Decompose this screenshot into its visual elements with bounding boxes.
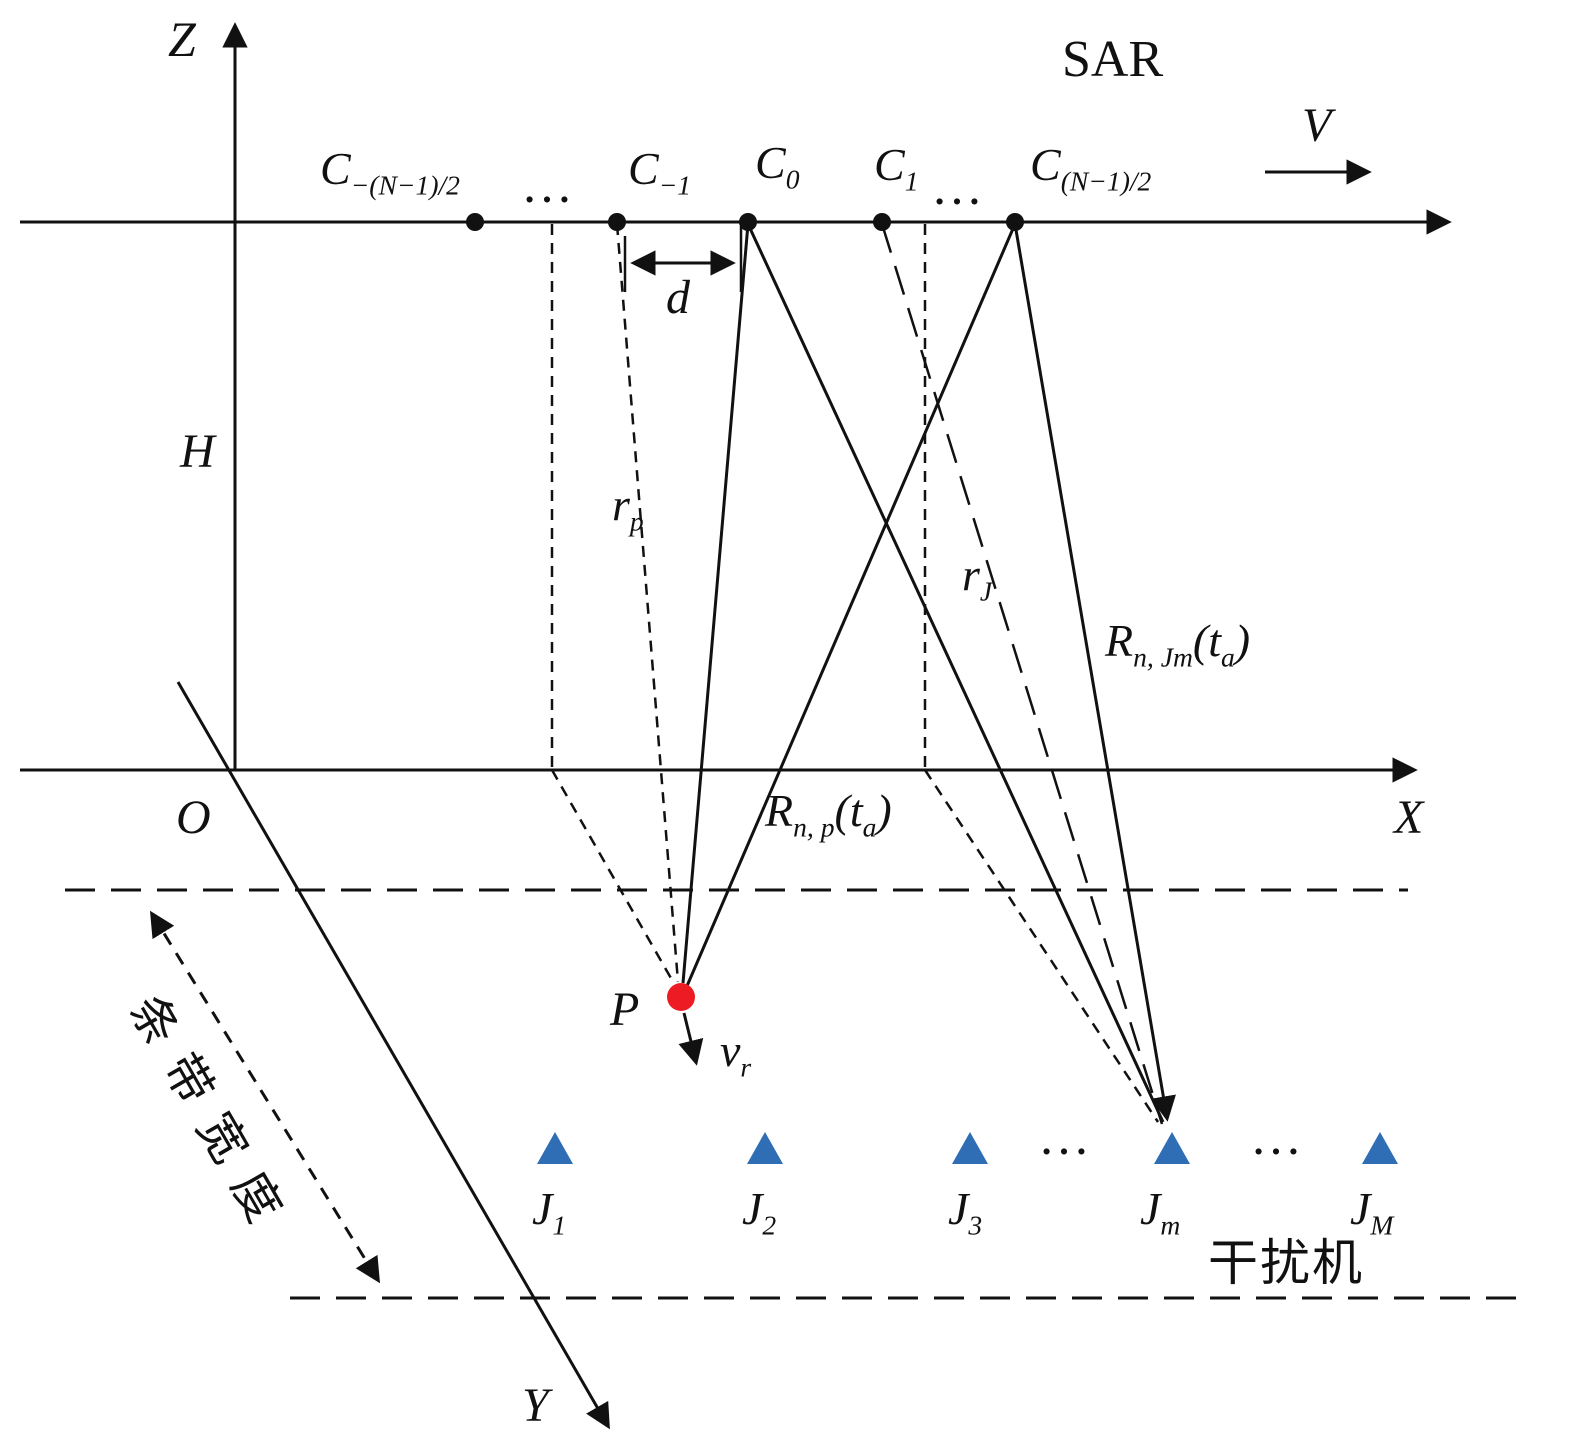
z-axis-label: Z xyxy=(168,11,196,67)
swath-width-arrow xyxy=(149,910,381,1284)
antenna-dot-c-left xyxy=(466,213,484,231)
antenna-label-c-left: C−(N−1)/2 xyxy=(320,143,460,201)
antenna-label-c-right: C(N−1)/2 xyxy=(1030,139,1152,197)
sar-title-label: SAR xyxy=(1062,31,1164,88)
jammer-triangle-jM xyxy=(1362,1132,1398,1164)
range-line-cright-to-jm xyxy=(1013,223,1176,1122)
slant-range-rp-label: rp xyxy=(612,479,644,537)
jammer-label-jm: Jm xyxy=(1140,1183,1181,1241)
jammer-label-jM: JM xyxy=(1350,1183,1394,1241)
range-jm-equation-label: Rn, Jm(ta) xyxy=(1105,615,1251,673)
target-p-label: P xyxy=(610,983,640,1036)
antenna-label-c-0: C0 xyxy=(755,137,800,195)
y-axis-line xyxy=(176,681,610,1430)
height-label: H xyxy=(180,425,215,478)
jammer-triangle-jm xyxy=(1154,1132,1190,1164)
range-line-cright-to-p xyxy=(685,223,1017,987)
jammer-chinese-label: 干扰机 xyxy=(1208,1235,1364,1291)
jammer-triangle-j1 xyxy=(537,1132,573,1164)
antenna-dot-c-m1 xyxy=(608,213,626,231)
jammer-label-j1: J1 xyxy=(532,1183,567,1241)
jammer-triangle-j3 xyxy=(952,1132,988,1164)
d-spacing-label: d xyxy=(666,271,690,324)
target-p-dot xyxy=(667,983,695,1011)
jammer-label-j3: J3 xyxy=(948,1183,983,1241)
jammer-triangle-j2 xyxy=(747,1132,783,1164)
slant-range-rp-dashed xyxy=(615,223,680,983)
jammer-ellipsis-right: … xyxy=(1250,1109,1304,1166)
y-axis-label: Y xyxy=(522,1379,549,1432)
antenna-dot-c-1 xyxy=(873,213,891,231)
range-p-equation-label: Rn, p(ta) xyxy=(765,785,892,843)
slant-range-rj-dashed xyxy=(880,223,1164,1125)
jammer-label-j2: J2 xyxy=(742,1183,777,1241)
flightpath-ellipsis-right: … xyxy=(931,159,985,216)
velocity-vr-arrow xyxy=(678,1012,704,1066)
antenna-dot-c-right xyxy=(1006,213,1024,231)
jammer-ellipsis-left: … xyxy=(1038,1109,1092,1166)
antenna-label-c-m1: C−1 xyxy=(628,143,692,201)
range-line-c0-to-p xyxy=(681,223,750,984)
x-axis-label: X xyxy=(1394,791,1424,844)
flightpath-ellipsis-left: … xyxy=(521,157,575,214)
antenna-label-c-1: C1 xyxy=(874,139,919,197)
radial-velocity-label: vr xyxy=(720,1025,752,1083)
projection-slant-p xyxy=(550,769,674,981)
origin-label: O xyxy=(176,791,211,844)
antenna-dot-c-0 xyxy=(739,213,757,231)
velocity-label: V xyxy=(1302,99,1332,152)
range-line-c0-to-jm xyxy=(746,223,1165,1123)
slant-range-rj-label: rJ xyxy=(962,549,993,607)
projection-slant-jm xyxy=(923,769,1160,1123)
